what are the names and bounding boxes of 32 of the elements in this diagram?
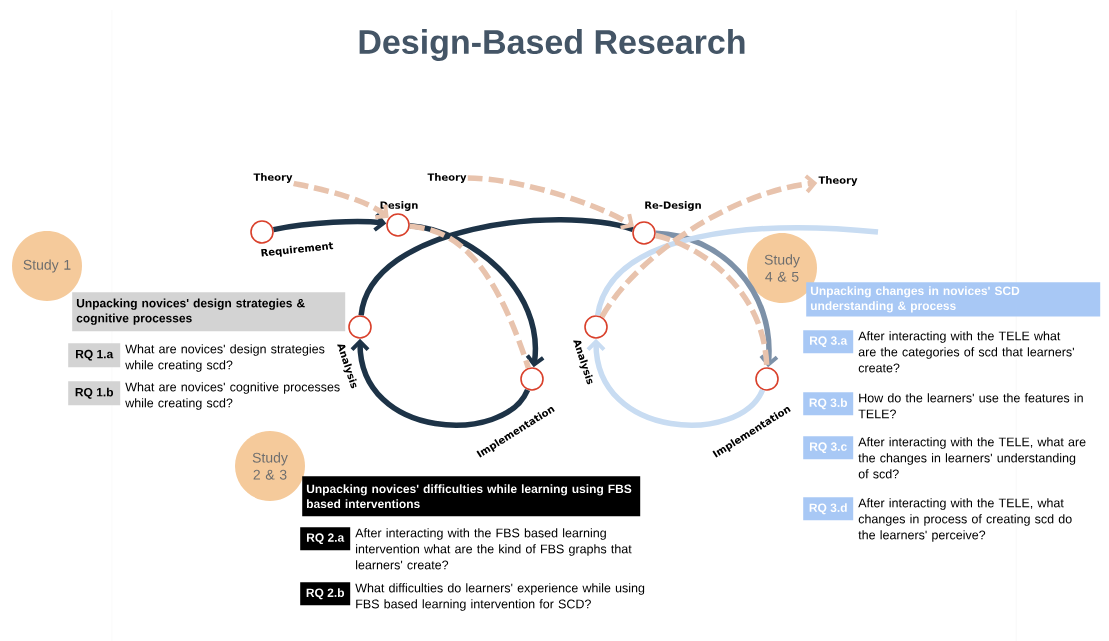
question-tag: RQ 3.a <box>803 330 854 354</box>
question-tag: RQ 1.b <box>68 381 121 406</box>
question-tag: RQ 3.d <box>803 497 854 521</box>
question-text: After interacting with the TELE, what are the changes in learners' understanding of scd? <box>858 437 1086 479</box>
dashed-arrow <box>599 174 818 319</box>
question-tag: RQ 2.b <box>300 582 351 606</box>
arrow <box>586 338 765 428</box>
stage-label: Theory <box>818 176 858 186</box>
stage-label: Re-Design <box>645 201 701 211</box>
connector-line <box>595 225 879 317</box>
title: Design-Based Research <box>359 29 745 61</box>
question-text: After interacting with the FBS based learning intervention what are the kind of FBS graphs that learners' create? <box>355 528 632 570</box>
connector-line <box>358 217 634 316</box>
question-tag: RQ 2.a <box>300 527 351 551</box>
arrow <box>273 212 387 233</box>
heading-box: Unpacking novices' design strategies & cognitive processes <box>72 292 346 332</box>
stage-label: Theory <box>427 173 467 183</box>
question-text: What difficulties do learners' experience while using FBS based learning intervention for SCD? <box>355 583 645 611</box>
heading-box: Unpacking changes in novices' SCD understanding & process <box>806 282 1101 317</box>
question-tag: RQ 3.c <box>803 436 854 460</box>
question-tag: RQ 1.a <box>68 343 121 368</box>
stage-label: Theory <box>253 173 293 183</box>
question-text: After interacting with the TELE, what changes in process of creating scd do the learners' perceive? <box>858 498 1072 542</box>
dashed-arrow <box>467 175 635 230</box>
heading-box: Unpacking novices' difficulties while learning using FBS based interventions <box>302 476 641 517</box>
stage-label: Requirement <box>261 242 334 257</box>
question-text: How do the learners' use the features in TELE? <box>858 393 1083 419</box>
question-text: What are novices' design strategies while creating scd? <box>125 344 325 372</box>
question-tag: RQ 3.b <box>803 392 854 416</box>
dashed-arrow <box>293 180 389 220</box>
question-text: After interacting with the TELE what are the categories of scd that learners' create? <box>858 331 1074 373</box>
arrow <box>350 338 530 428</box>
